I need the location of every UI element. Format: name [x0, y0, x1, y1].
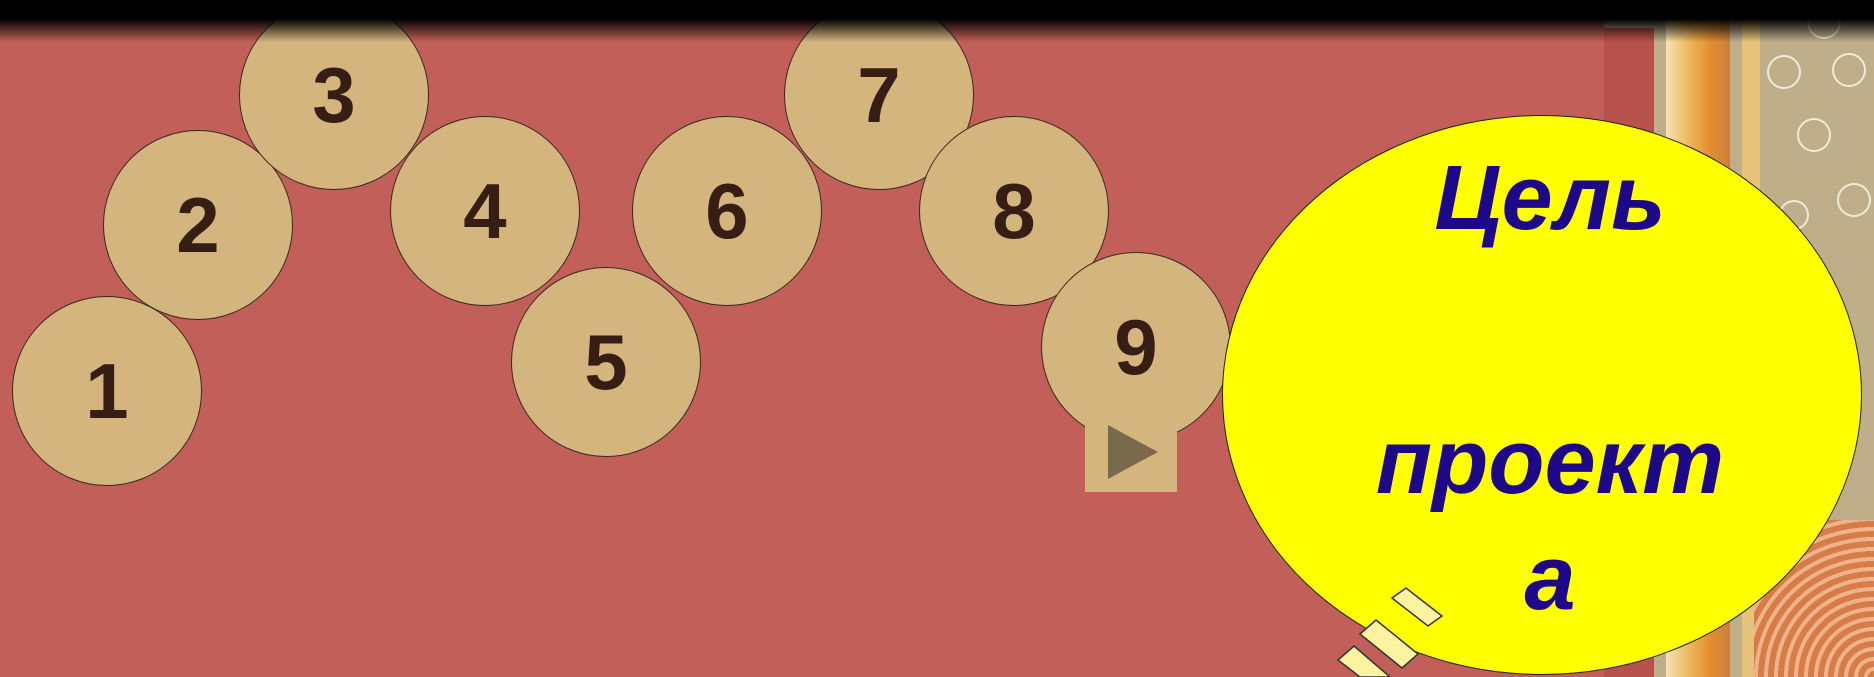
- top-shadow-bar: [0, 0, 1874, 42]
- step-circle-6[interactable]: 6: [632, 116, 822, 306]
- magnifier-handle-icon: [1320, 580, 1450, 677]
- next-button[interactable]: [1085, 412, 1177, 492]
- step-number: 7: [857, 50, 900, 141]
- step-number: 2: [176, 180, 219, 271]
- goal-line-1: Цель: [1280, 140, 1820, 256]
- step-circle-1[interactable]: 1: [12, 296, 202, 486]
- play-triangle-icon: [1096, 417, 1166, 487]
- step-number: 4: [463, 166, 506, 257]
- goal-title: Цель проект а: [1280, 140, 1820, 636]
- step-circle-4[interactable]: 4: [390, 116, 580, 306]
- step-number: 9: [1114, 302, 1157, 393]
- step-number: 1: [85, 346, 128, 437]
- goal-line-2: проект: [1280, 404, 1820, 520]
- step-number: 5: [584, 317, 627, 408]
- step-number: 3: [312, 50, 355, 141]
- step-number: 6: [705, 166, 748, 257]
- step-number: 8: [992, 166, 1035, 257]
- step-circle-5[interactable]: 5: [511, 267, 701, 457]
